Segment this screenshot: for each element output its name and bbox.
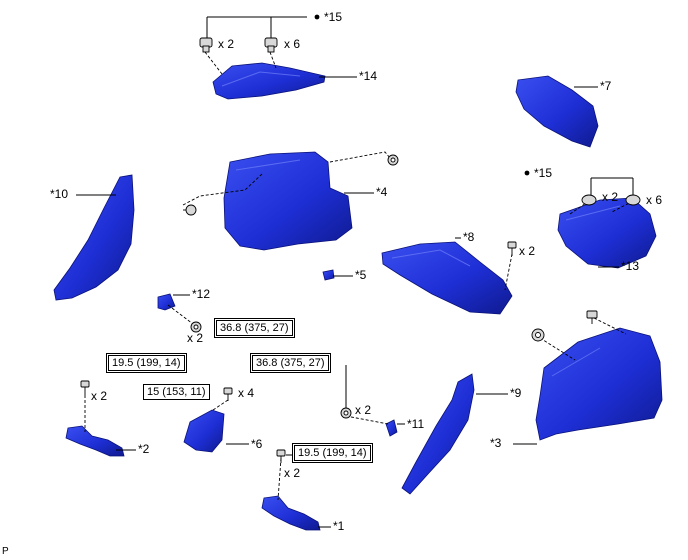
qty-bolt-2: x 2 — [91, 389, 108, 403]
bolt-icon — [387, 154, 399, 166]
clip-icon — [199, 37, 213, 53]
bolt-icon — [340, 407, 352, 419]
bolt-icon — [276, 449, 286, 463]
part-14-shape — [212, 62, 326, 100]
qty-bolt-12: x 2 — [187, 331, 204, 345]
qty-top-clip-a: x 2 — [218, 37, 235, 51]
part-10-shape — [53, 174, 135, 301]
label-part-5: *5 — [355, 268, 367, 282]
label-part-8: *8 — [463, 230, 475, 244]
bolt-icon — [183, 204, 197, 216]
part-9-shape — [401, 373, 475, 495]
label-part-6: *6 — [251, 437, 263, 451]
qty-right-clip-a: x 2 — [602, 190, 619, 204]
bolt-icon — [80, 380, 90, 395]
bolt-icon — [531, 328, 545, 342]
label-part-15-top: *15 — [324, 10, 343, 24]
part-6-shape — [183, 409, 225, 453]
part-11-shape — [385, 419, 398, 437]
bolt-icon — [586, 310, 598, 324]
label-part-2: *2 — [138, 442, 150, 456]
torque-box-1: 19.5 (199, 14) — [292, 443, 373, 463]
torque-value-6: 15 (153, 11) — [147, 386, 206, 398]
bullet-dot-icon — [314, 14, 320, 20]
label-part-3: *3 — [490, 436, 502, 450]
qty-bolt-1: x 2 — [284, 466, 301, 480]
bullet-dot-icon — [524, 170, 530, 176]
qty-bolt-11: x 2 — [355, 403, 372, 417]
label-part-7: *7 — [600, 79, 612, 93]
clip-icon — [625, 194, 641, 206]
bolt-icon — [507, 241, 517, 256]
torque-box-2: 19.5 (199, 14) — [106, 353, 187, 373]
clip-icon — [581, 194, 597, 206]
figure-code: P — [2, 546, 9, 557]
part-4-shape — [223, 151, 353, 251]
part-13-shape — [557, 197, 657, 269]
part-8-shape — [381, 241, 513, 315]
label-part-10: *10 — [50, 187, 69, 201]
label-part-14: *14 — [359, 69, 378, 83]
qty-bolt-6: x 4 — [238, 386, 255, 400]
torque-box-11: 36.8 (375, 27) — [250, 353, 331, 373]
qty-bolt-8: x 2 — [519, 244, 536, 258]
clip-icon — [264, 37, 278, 53]
part-5-shape — [322, 269, 335, 281]
part-1-shape — [261, 495, 321, 531]
label-part-15-right: *15 — [534, 166, 553, 180]
qty-top-clip-b: x 6 — [284, 37, 301, 51]
torque-value-2: 19.5 (199, 14) — [108, 355, 185, 371]
torque-value-12: 36.8 (375, 27) — [216, 320, 293, 336]
part-2-shape — [65, 425, 125, 457]
label-part-11: *11 — [407, 417, 425, 431]
label-part-9: *9 — [510, 386, 522, 400]
part-7-shape — [515, 75, 599, 148]
label-part-4: *4 — [376, 185, 388, 199]
part-12-shape — [157, 293, 176, 311]
label-part-12: *12 — [192, 287, 211, 301]
torque-value-11: 36.8 (375, 27) — [252, 355, 329, 371]
torque-box-12: 36.8 (375, 27) — [214, 318, 295, 338]
bolt-icon — [190, 321, 202, 333]
qty-right-clip-b: x 6 — [646, 193, 663, 207]
part-3-shape — [535, 327, 663, 441]
label-part-13: *13 — [621, 259, 640, 273]
label-part-1: *1 — [333, 519, 345, 533]
torque-box-6: 15 (153, 11) — [143, 384, 210, 400]
torque-value-1: 19.5 (199, 14) — [294, 445, 371, 461]
bolt-icon — [223, 387, 233, 401]
